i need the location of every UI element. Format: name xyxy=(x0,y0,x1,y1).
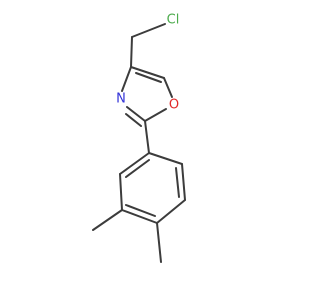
bond-c4-c5 xyxy=(130,66,165,79)
atom-oxygen-label: O xyxy=(169,98,179,113)
bond-ar2-ar3-double xyxy=(175,167,180,198)
bond-methyl-4 xyxy=(156,222,162,263)
bond-ar4-ar5-double xyxy=(125,204,156,217)
bond-c2-phenyl xyxy=(144,120,150,154)
bond-ar1-ar2 xyxy=(148,152,183,165)
bond-cl-ch2 xyxy=(131,23,166,38)
atom-chlorine-label: Cl xyxy=(167,13,180,28)
bond-ch2-c4 xyxy=(130,36,133,68)
bond-ar3-ar4 xyxy=(156,199,186,224)
bond-ar6-ar1-double xyxy=(125,159,150,178)
bond-ar4-ar5 xyxy=(121,209,158,224)
bond-ar2-ar3 xyxy=(181,163,186,201)
bond-c2-n3 xyxy=(126,106,146,122)
bond-c2-n3-double xyxy=(125,113,142,127)
atom-nitrogen-label: N xyxy=(116,92,126,107)
bond-methyl-3 xyxy=(92,209,123,231)
bond-ar6-ar1 xyxy=(119,152,150,175)
bond-n3-c4 xyxy=(121,66,132,92)
bond-ar5-ar6 xyxy=(119,173,123,211)
chemical-structure: Cl N O xyxy=(92,13,186,263)
bond-c5-o1 xyxy=(163,77,173,98)
bond-o1-c2 xyxy=(144,108,167,122)
bond-c4-c5-double xyxy=(135,72,162,83)
